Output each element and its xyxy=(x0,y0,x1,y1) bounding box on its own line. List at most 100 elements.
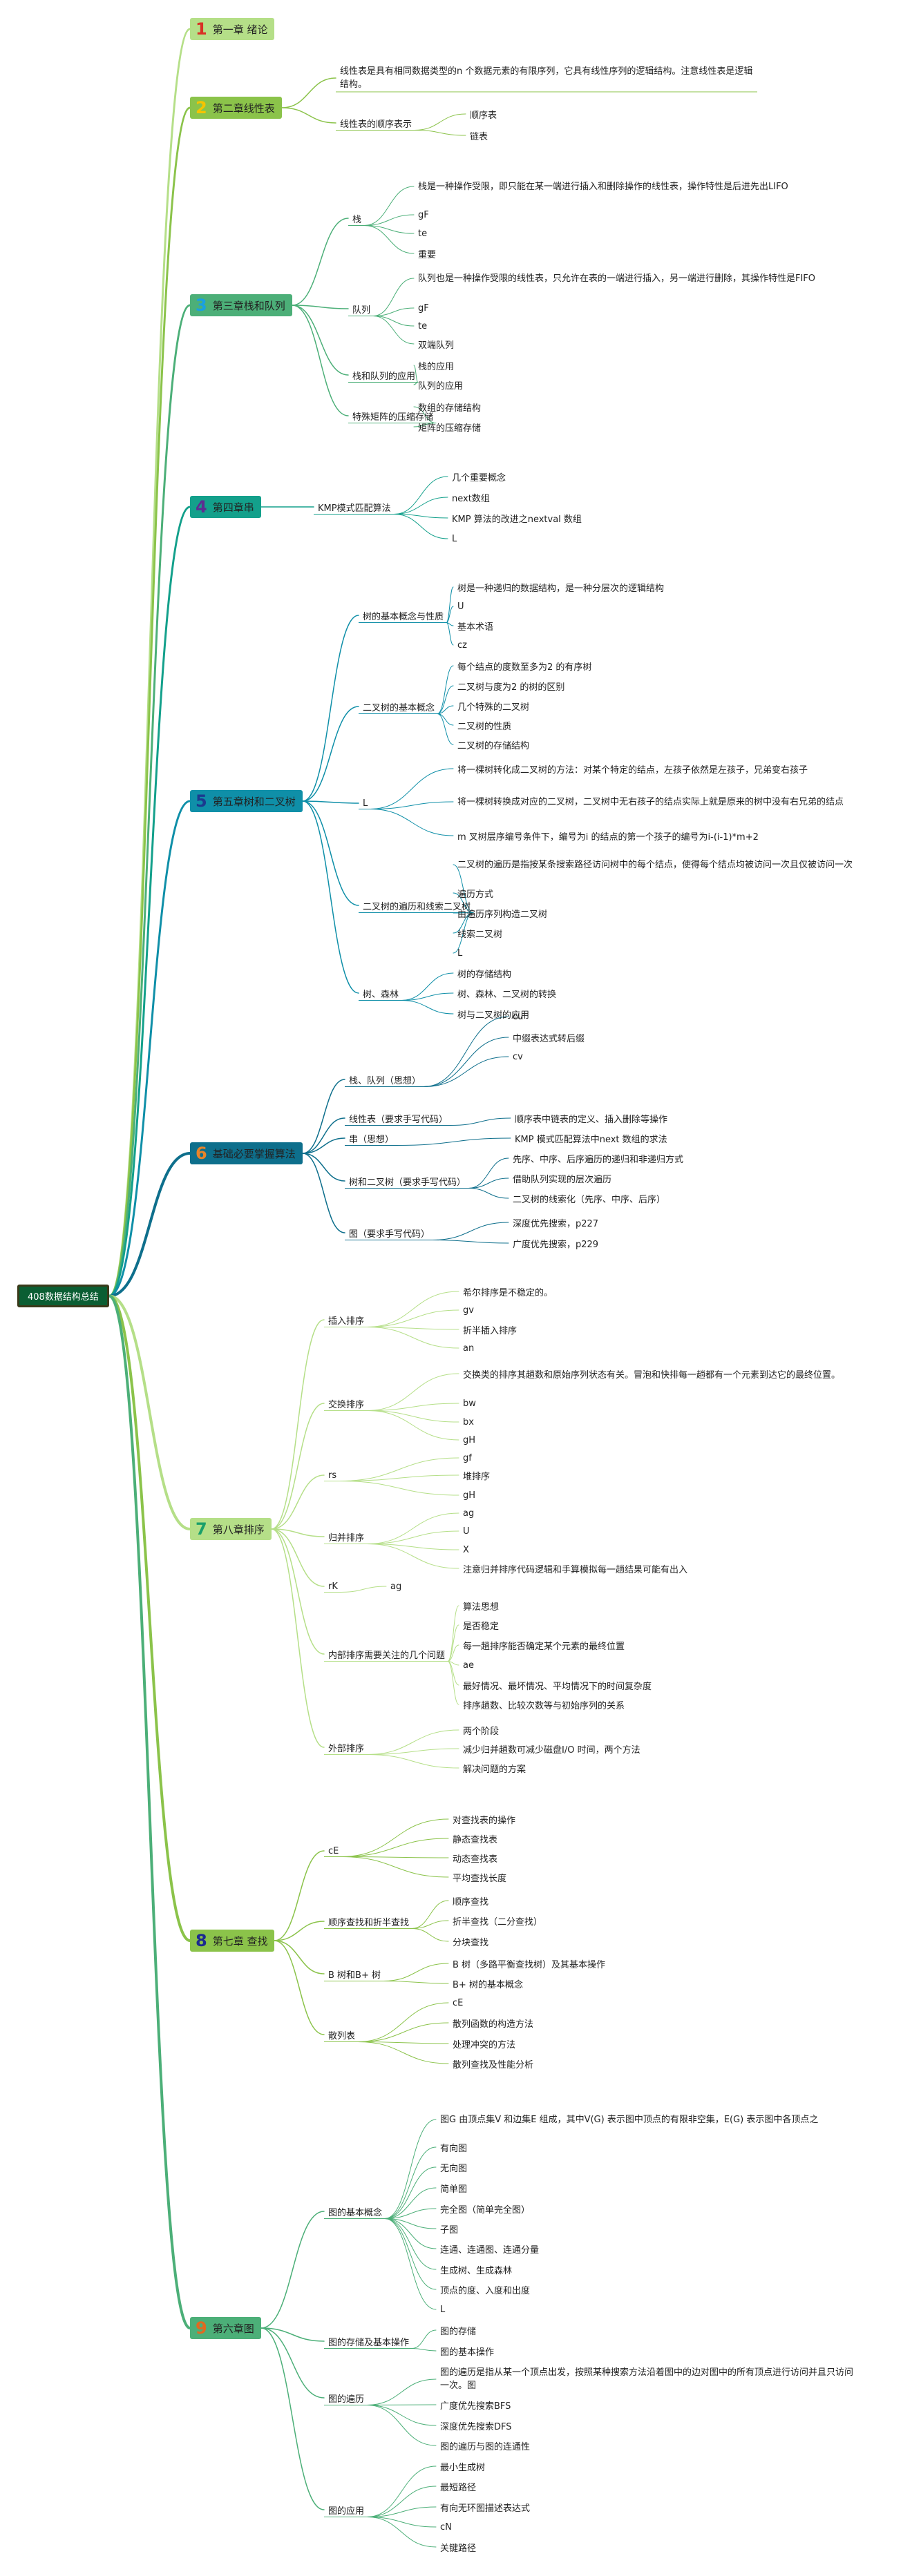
leaf-node[interactable]: gF xyxy=(418,302,429,314)
leaf-node[interactable]: 广度优先搜索，p229 xyxy=(513,1239,599,1250)
topic-node[interactable]: 外部排序 xyxy=(328,1743,365,1754)
leaf-node[interactable]: L xyxy=(457,948,463,959)
leaf-node[interactable]: 栈是一种操作受限，即只能在某一端进行插入和删除操作的线性表，操作特性是后进先出L… xyxy=(418,181,788,192)
topic-node[interactable]: 线性表的顺序表示 xyxy=(340,119,412,130)
topic-node[interactable]: 树的基本概念与性质 xyxy=(363,611,444,622)
topic-node[interactable]: 交换排序 xyxy=(328,1399,365,1410)
leaf-node[interactable]: 线索二叉树 xyxy=(457,929,503,940)
leaf-node[interactable]: 链表 xyxy=(470,131,488,142)
leaf-node[interactable]: 简单图 xyxy=(440,2184,468,2195)
topic-node[interactable]: 归并排序 xyxy=(328,1532,365,1544)
leaf-node[interactable]: 解决问题的方案 xyxy=(463,1764,526,1775)
leaf-node[interactable]: 交换类的排序其趟数和原始序列状态有关。冒泡和快排每一趟都有一个元素到达它的最终位… xyxy=(463,1369,841,1381)
topic-node[interactable]: 串（思想） xyxy=(349,1134,395,1145)
topic-node[interactable]: 内部排序需要关注的几个问题 xyxy=(328,1650,446,1661)
topic-node[interactable]: 树、森林 xyxy=(363,989,399,1000)
topic-node[interactable]: KMP模式匹配算法 xyxy=(318,503,391,514)
leaf-node[interactable]: 队列也是一种操作受限的线性表，只允许在表的一端进行插入，另一端进行删除，其操作特… xyxy=(418,273,816,284)
topic-node[interactable]: 插入排序 xyxy=(328,1316,365,1327)
leaf-node[interactable]: cu xyxy=(513,1011,524,1022)
leaf-node[interactable]: 散列函数的构造方法 xyxy=(453,2019,534,2030)
leaf-node[interactable]: 队列的应用 xyxy=(418,381,464,392)
leaf-node[interactable]: gf xyxy=(463,1452,472,1463)
leaf-node[interactable]: gH xyxy=(463,1434,476,1445)
leaf-node[interactable]: cv xyxy=(513,1051,523,1062)
leaf-node[interactable]: 中缀表达式转后缀 xyxy=(513,1033,585,1044)
leaf-node[interactable]: ag xyxy=(390,1581,402,1592)
leaf-node[interactable]: 借助队列实现的层次遍历 xyxy=(513,1174,612,1185)
leaf-node[interactable]: 堆排序 xyxy=(463,1471,491,1482)
leaf-node[interactable]: 排序趟数、比较次数等与初始序列的关系 xyxy=(463,1700,625,1711)
leaf-node[interactable]: 完全图（简单完全图） xyxy=(440,2204,531,2215)
topic-node[interactable]: 图的基本概念 xyxy=(328,2207,383,2218)
leaf-node[interactable]: gv xyxy=(463,1305,474,1316)
leaf-node[interactable]: 最短路径 xyxy=(440,2482,477,2493)
leaf-node[interactable]: 是否稳定 xyxy=(463,1621,500,1632)
leaf-node[interactable]: 二叉树的线索化（先序、中序、后序） xyxy=(513,1194,666,1205)
leaf-node[interactable]: 栈的应用 xyxy=(418,361,455,372)
leaf-node[interactable]: 减少归并趟数可减少磁盘I/O 时间，两个方法 xyxy=(463,1744,640,1756)
leaf-node[interactable]: 每个结点的度数至多为2 的有序树 xyxy=(457,662,592,673)
leaf-node[interactable]: an xyxy=(463,1343,475,1354)
leaf-node[interactable]: 二叉树的性质 xyxy=(457,721,512,732)
topic-node[interactable]: rK xyxy=(328,1581,338,1592)
leaf-node[interactable]: 散列查找及性能分析 xyxy=(453,2059,534,2070)
topic-node[interactable]: 二叉树的基本概念 xyxy=(363,702,435,713)
leaf-node[interactable]: gF xyxy=(418,209,429,220)
leaf-node[interactable]: 有向无环图描述表达式 xyxy=(440,2503,531,2514)
topic-node[interactable]: 顺序查找和折半查找 xyxy=(328,1917,410,1928)
leaf-node[interactable]: 树的存储结构 xyxy=(457,969,512,980)
leaf-node[interactable]: 顶点的度、入度和出度 xyxy=(440,2285,531,2296)
leaf-node[interactable]: 分块查找 xyxy=(453,1937,489,1948)
topic-node[interactable]: 栈 xyxy=(352,214,362,225)
leaf-node[interactable]: 基本术语 xyxy=(457,622,494,633)
leaf-node[interactable]: te xyxy=(418,228,428,239)
leaf-node[interactable]: 树、森林、二叉树的转换 xyxy=(457,989,557,1000)
leaf-node[interactable]: 由遍历序列构造二叉树 xyxy=(457,909,548,920)
leaf-node[interactable]: 有向图 xyxy=(440,2143,468,2154)
leaf-node[interactable]: bw xyxy=(463,1398,476,1409)
leaf-node[interactable]: 顺序表中链表的定义、插入删除等操作 xyxy=(515,1114,668,1125)
leaf-node[interactable]: U xyxy=(463,1526,470,1537)
leaf-node[interactable]: U xyxy=(457,601,464,612)
leaf-node[interactable]: 每一趟排序能否确定某个元素的最终位置 xyxy=(463,1641,625,1652)
leaf-node[interactable]: 注意归并排序代码逻辑和手算模拟每一趟结果可能有出入 xyxy=(463,1564,688,1575)
leaf-node[interactable]: B 树（多路平衡查找树）及其基本操作 xyxy=(453,1959,606,1970)
leaf-node[interactable]: 平均查找长度 xyxy=(453,1873,507,1884)
leaf-node[interactable]: 顺序查找 xyxy=(453,1896,489,1907)
leaf-node[interactable]: 广度优先搜索BFS xyxy=(440,2401,511,2412)
leaf-node[interactable]: 矩阵的压缩存储 xyxy=(418,423,482,434)
leaf-node[interactable]: 图的遍历与图的连通性 xyxy=(440,2441,531,2452)
leaf-node[interactable]: X xyxy=(463,1544,469,1555)
topic-node[interactable]: 特殊矩阵的压缩存储 xyxy=(352,412,434,423)
leaf-node[interactable]: 无向图 xyxy=(440,2163,468,2174)
topic-node[interactable]: 栈、队列（思想） xyxy=(349,1075,421,1086)
topic-node[interactable]: 二叉树的遍历和线索二叉树 xyxy=(363,901,471,912)
leaf-node[interactable]: 处理冲突的方法 xyxy=(453,2039,516,2050)
leaf-node[interactable]: 静态查找表 xyxy=(453,1834,498,1845)
leaf-node[interactable]: 对查找表的操作 xyxy=(453,1815,516,1826)
leaf-node[interactable]: 几个特殊的二叉树 xyxy=(457,702,530,713)
leaf-node[interactable]: 数组的存储结构 xyxy=(418,403,482,414)
leaf-node[interactable]: 图的存储 xyxy=(440,2326,477,2337)
leaf-node[interactable]: next数组 xyxy=(452,493,490,504)
topic-node[interactable]: 图的存储及基本操作 xyxy=(328,2337,410,2348)
topic-node[interactable]: 线性表是具有相同数据类型的n 个数据元素的有限序列，它具有线性序列的逻辑结构。注… xyxy=(340,66,753,90)
topic-node[interactable]: B 树和B+ 树 xyxy=(328,1970,381,1981)
leaf-node[interactable]: 生成树、生成森林 xyxy=(440,2265,513,2276)
leaf-node[interactable]: cE xyxy=(453,1997,464,2008)
topic-node[interactable]: rs xyxy=(328,1470,337,1481)
root-node[interactable]: 408数据结构总结 xyxy=(17,1285,109,1307)
leaf-node[interactable]: 双端队列 xyxy=(418,340,455,351)
leaf-node[interactable]: 折半插入排序 xyxy=(463,1325,518,1336)
leaf-node[interactable]: bx xyxy=(463,1416,474,1428)
topic-node[interactable]: cE xyxy=(328,1845,339,1856)
leaf-node[interactable]: 最好情况、最坏情况、平均情况下的时间复杂度 xyxy=(463,1681,652,1692)
